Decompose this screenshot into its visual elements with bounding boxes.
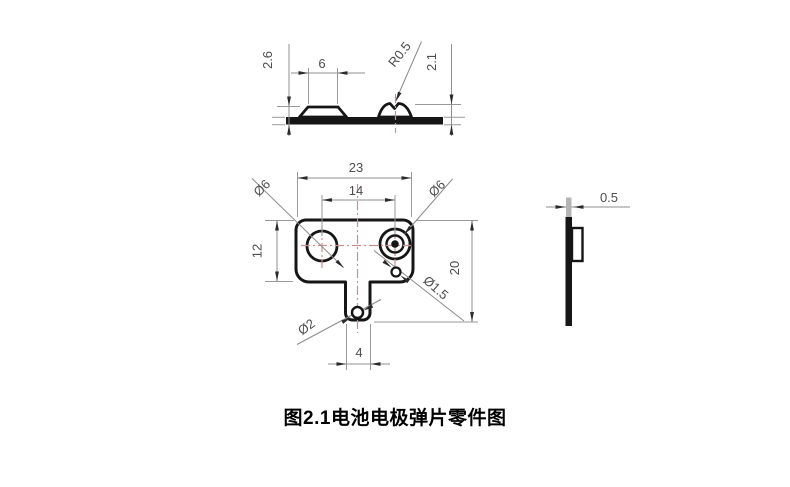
dimension-text: 14	[349, 183, 363, 198]
dimension-text: 2.1	[424, 53, 439, 71]
dimension-text: 4	[355, 345, 362, 360]
dimension-2-6: 2.6	[260, 44, 291, 136]
arrowhead	[336, 362, 347, 366]
dimension-d6-left: Ø6	[250, 176, 344, 268]
dimension-4: 4	[328, 324, 390, 370]
side-emboss-bump	[570, 226, 584, 263]
side-view: 0.5	[546, 190, 630, 326]
small-hole-d1-5	[390, 266, 402, 278]
dimension-text: Ø1.5	[420, 273, 451, 303]
arrowhead	[370, 362, 381, 366]
leader-line	[296, 299, 382, 345]
leader-line	[251, 178, 344, 268]
front-view: 23 14 12 20	[250, 160, 478, 370]
profile-base-strip	[286, 117, 443, 125]
dimension-text: 23	[349, 160, 363, 175]
arrowhead	[298, 71, 309, 75]
arrowhead	[400, 275, 410, 284]
figure-caption: 图2.1电池电极弹片零件图	[283, 408, 507, 429]
arrowhead	[382, 259, 392, 268]
side-strip	[565, 217, 572, 326]
dimension-20: 20	[374, 220, 478, 323]
arrowhead	[385, 198, 395, 202]
profile-dome-emboss	[377, 102, 413, 119]
arrowhead	[275, 220, 279, 231]
dimension-text: 2.6	[260, 51, 275, 69]
arrowhead	[335, 259, 344, 268]
dimension-2-1: 2.1	[424, 44, 454, 136]
dimension-23: 23	[297, 160, 412, 217]
arrowhead	[287, 124, 291, 135]
dimension-0-5: 0.5	[546, 190, 630, 209]
dimension-text: 0.5	[600, 190, 618, 205]
side-extension-stub	[566, 197, 572, 218]
profile-left-emboss	[298, 105, 348, 119]
dome-center-dot	[391, 240, 399, 248]
arrowhead	[573, 205, 584, 209]
dimension-14: 14	[321, 183, 396, 236]
arrowhead	[337, 71, 348, 75]
dimension-text: Ø6	[425, 177, 448, 200]
arrowhead	[449, 124, 454, 135]
arrowhead	[341, 317, 351, 324]
arrowhead	[297, 176, 308, 180]
dimension-r0-5: R0.5	[385, 39, 422, 102]
tab-hole-d2	[350, 305, 365, 320]
leader-line	[395, 41, 422, 101]
top-profile-view: 2.6 6 R0.5 2.1	[260, 39, 465, 136]
leader-line	[373, 250, 465, 322]
arrowhead	[404, 225, 412, 235]
dimension-text: 12	[250, 244, 265, 258]
arrowhead	[555, 205, 566, 209]
arrowhead	[363, 304, 374, 311]
arrowhead	[275, 271, 279, 282]
arrowhead	[470, 220, 474, 231]
dimension-6: 6	[291, 56, 365, 104]
dimension-text: 20	[447, 261, 462, 275]
arrowhead	[449, 94, 454, 105]
dimension-text: 6	[318, 56, 325, 71]
dimension-text: R0.5	[385, 39, 414, 70]
arrowhead	[395, 91, 402, 102]
dimension-12: 12	[250, 220, 294, 282]
arrowhead	[322, 198, 332, 202]
arrowhead	[287, 96, 291, 107]
arrowhead	[401, 176, 412, 180]
dimension-d2: Ø2	[295, 299, 382, 345]
arrowhead	[470, 312, 474, 322]
leader-line	[404, 178, 453, 235]
